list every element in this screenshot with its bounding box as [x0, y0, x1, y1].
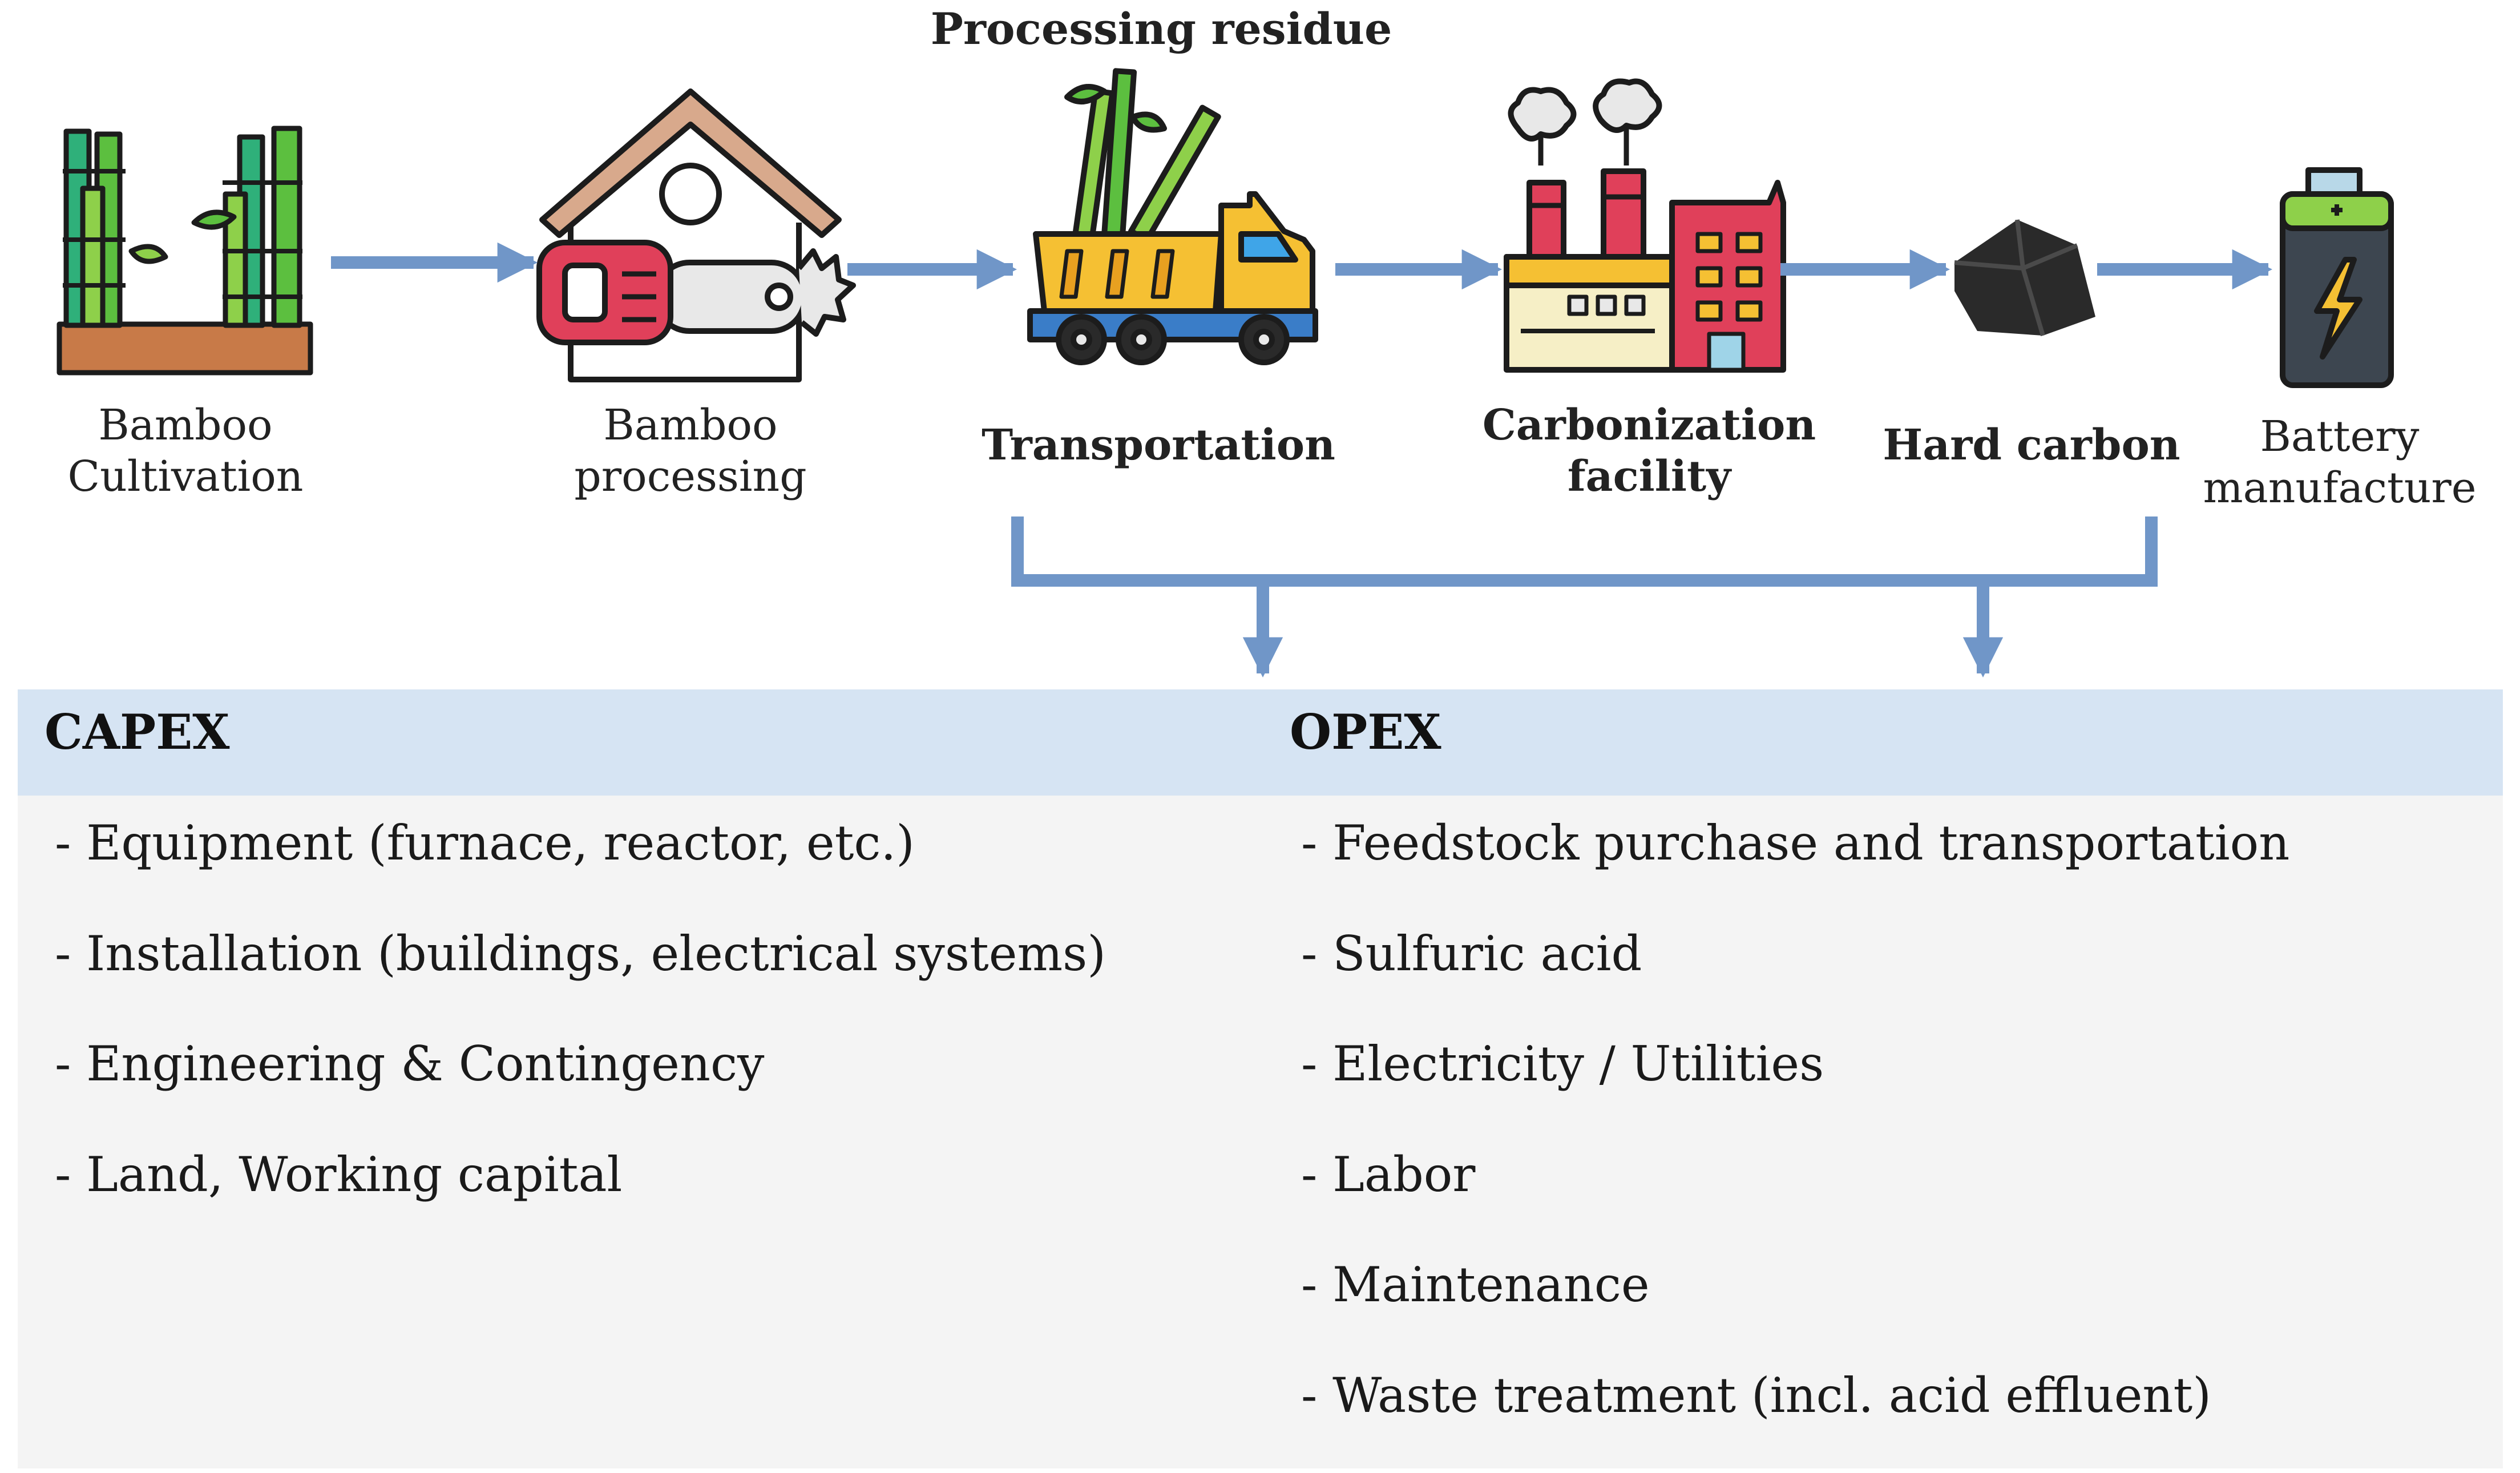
capex-item: - Engineering & Contingency [55, 1031, 1106, 1142]
opex-title: OPEX [1290, 704, 1441, 760]
house-chainsaw-icon [539, 91, 853, 380]
step-transportation-label: Transportation [947, 419, 1370, 471]
capex-item: - Land, Working capital [55, 1142, 1106, 1253]
processing-residue-label: Processing residue [919, 3, 1404, 56]
capex-title: CAPEX [45, 704, 229, 760]
cost-bracket [1017, 516, 2151, 673]
step-hard-carbon-label: Hard carbon [1866, 419, 2197, 471]
capex-item: - Equipment (furnace, reactor, etc.) [55, 810, 1106, 921]
diagram-canvas [0, 0, 2520, 691]
opex-item: - Waste treatment (incl. acid effluent) [1301, 1363, 2289, 1473]
opex-item: - Maintenance [1301, 1252, 2289, 1363]
dump-truck-icon [1030, 71, 1315, 362]
hard-carbon-icon [1954, 220, 2095, 336]
opex-item: - Labor [1301, 1142, 2289, 1253]
factory-icon [1507, 82, 1783, 370]
opex-item: - Feedstock purchase and transportation [1301, 810, 2289, 921]
opex-item: - Electricity / Utilities [1301, 1031, 2289, 1142]
bamboo-cultivation-icon [59, 128, 310, 373]
opex-list: - Feedstock purchase and transportation … [1301, 810, 2289, 1473]
capex-list: - Equipment (furnace, reactor, etc.) - I… [55, 810, 1106, 1252]
capex-item: - Installation (buildings, electrical sy… [55, 921, 1106, 1032]
battery-icon [2283, 170, 2391, 385]
opex-item: - Sulfuric acid [1301, 921, 2289, 1032]
cost-panel-header [18, 689, 2503, 796]
